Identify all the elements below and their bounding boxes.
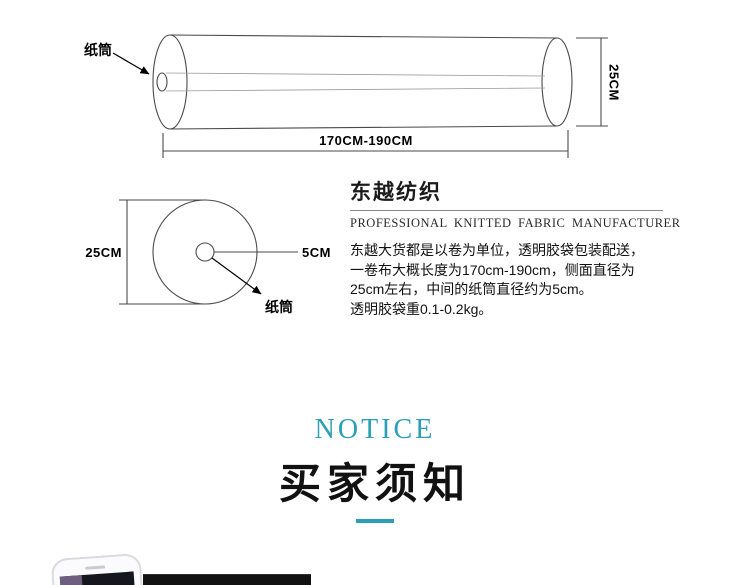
description-line: 东越大货都是以卷为单位，透明胶袋包装配送， (350, 242, 644, 258)
cross-diameter-dimension (119, 199, 207, 305)
notice-accent-bar (356, 519, 394, 523)
tube-label-top: 纸筒 (84, 42, 112, 58)
notice-title-en: NOTICE (314, 414, 436, 445)
tube-callout-arrow (112, 52, 150, 75)
phone-screen (59, 571, 136, 585)
description-line: 25cm左右，中间的纸筒直径约为5cm。 (350, 281, 593, 297)
notice-title-zh: 买家须知 (278, 460, 471, 507)
brand-description: 东越大货都是以卷为单位，透明胶袋包装配送， 一卷布大概长度为170cm-190c… (350, 241, 644, 319)
diameter-dimension (576, 37, 608, 127)
product-photo-partial (143, 574, 311, 585)
paper-tube-hole (156, 72, 168, 92)
tube-label-bottom: 纸筒 (265, 299, 293, 315)
phone-screen-content (59, 575, 84, 585)
tube-callout-arrow-2 (211, 257, 262, 295)
roll-diameter-label: 25CM (606, 64, 622, 101)
cross-diameter-label: 25CM (85, 245, 122, 260)
phone-speaker (85, 565, 106, 570)
phone-photo-partial (50, 552, 144, 585)
length-dimension (162, 130, 569, 158)
cross-section-diagram (119, 199, 298, 305)
description-line: 一卷布大概长度为170cm-190cm，侧面直径为 (350, 261, 635, 278)
brand-divider (350, 210, 663, 211)
brand-tagline: PROFESSIONAL KNITTED FABRIC MANUFACTURER (350, 216, 681, 230)
roll-diagram (112, 34, 608, 158)
paper-tube-core (195, 242, 215, 262)
description-line: 透明胶袋重0.1-0.2kg。 (350, 300, 493, 317)
core-diameter-label: 5CM (302, 245, 331, 260)
brand-name: 东越纺织 (350, 181, 442, 204)
roll-length-label: 170CM-190CM (319, 133, 413, 148)
